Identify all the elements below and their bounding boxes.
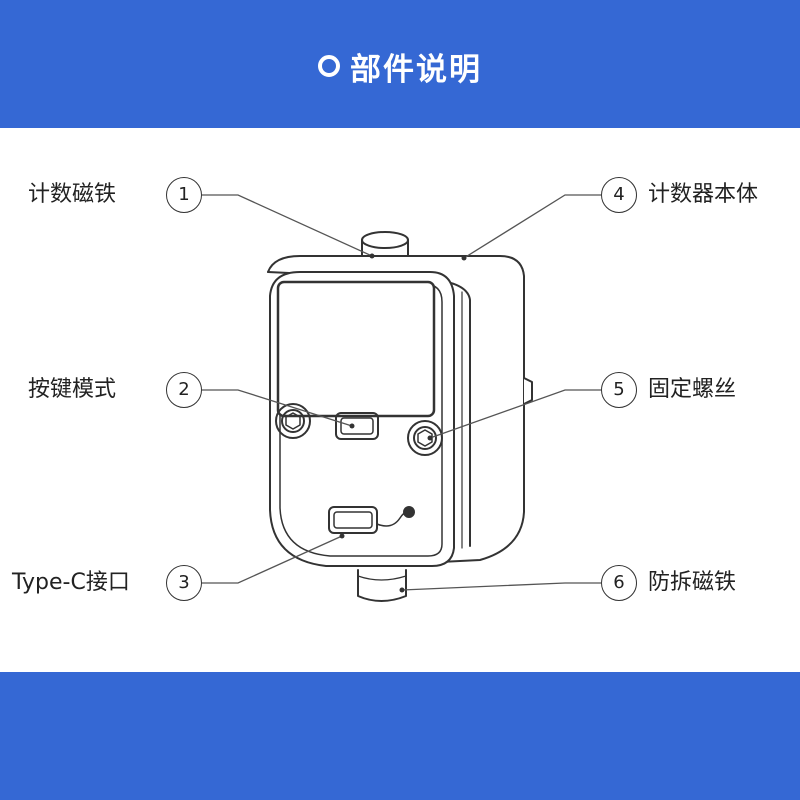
callout-label-4: 计数器本体 xyxy=(648,182,759,207)
leader-dots xyxy=(339,253,467,593)
callout-number-1: 1 xyxy=(166,177,202,213)
leader-line-4 xyxy=(463,194,601,259)
callout-number-5: 5 xyxy=(601,372,637,408)
leader-line-5 xyxy=(429,389,601,439)
leader-line-3 xyxy=(202,535,343,584)
leader-line-6 xyxy=(401,582,601,591)
callout-label-5: 固定螺丝 xyxy=(648,377,737,402)
callout-number-3: 3 xyxy=(166,565,202,601)
callout-number-6: 6 xyxy=(601,565,637,601)
page-title: 部件说明 xyxy=(350,51,482,88)
indicator-led xyxy=(403,506,415,518)
callout-label-3: Type-C接口 xyxy=(12,570,130,595)
leader-lines xyxy=(202,194,601,591)
callout-label-6: 防拆磁铁 xyxy=(648,570,737,595)
header-title-group: 部件说明 xyxy=(0,44,800,88)
callout-label-1: 计数磁铁 xyxy=(28,182,117,207)
footer-band xyxy=(0,672,800,800)
display-window xyxy=(276,280,436,418)
header-band: 部件说明 xyxy=(0,0,800,128)
right-screw-drawing xyxy=(407,420,443,456)
leader-line-1 xyxy=(202,194,373,257)
callout-number-2: 2 xyxy=(166,372,202,408)
leader-line-2 xyxy=(202,389,353,427)
mode-button-drawing xyxy=(335,412,379,440)
ring-icon xyxy=(318,55,340,77)
callout-number-4: 4 xyxy=(601,177,637,213)
callout-label-2: 按键模式 xyxy=(28,377,117,402)
bottom-magnet-drawing xyxy=(357,569,407,602)
left-screw-drawing xyxy=(275,403,311,439)
